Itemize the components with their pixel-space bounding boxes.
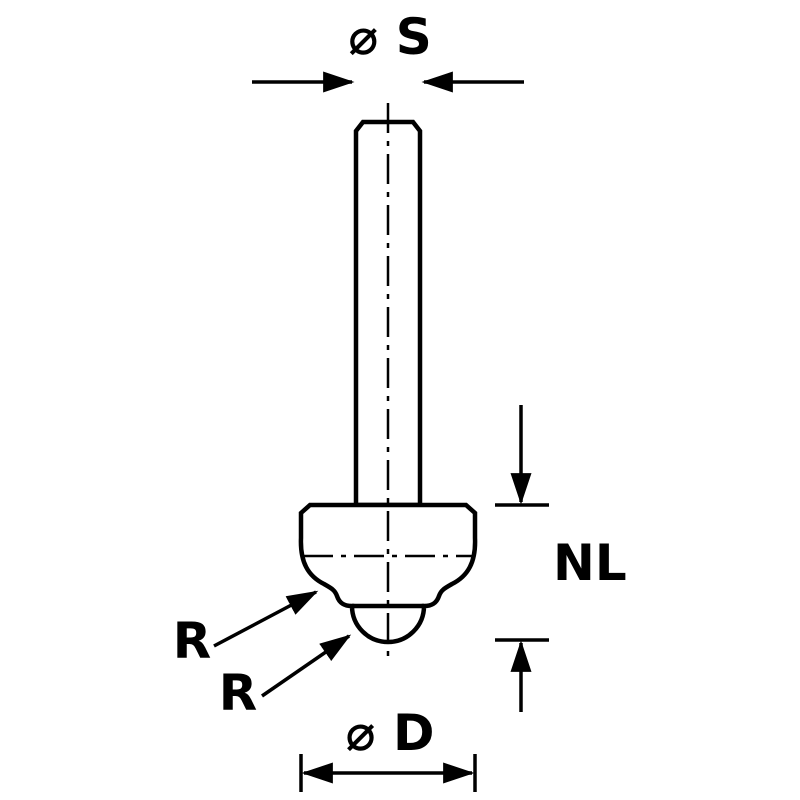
cutter-diameter-label: ⌀ D	[345, 704, 434, 762]
radius-lower-arrow	[261, 634, 352, 698]
radius-lower-label: R	[219, 664, 258, 722]
radius-upper-arrow	[213, 590, 319, 648]
radius-upper-label: R	[173, 612, 212, 670]
shank-diameter-label: ⌀ S	[348, 8, 432, 66]
cutting-length-label: NL	[553, 534, 627, 592]
